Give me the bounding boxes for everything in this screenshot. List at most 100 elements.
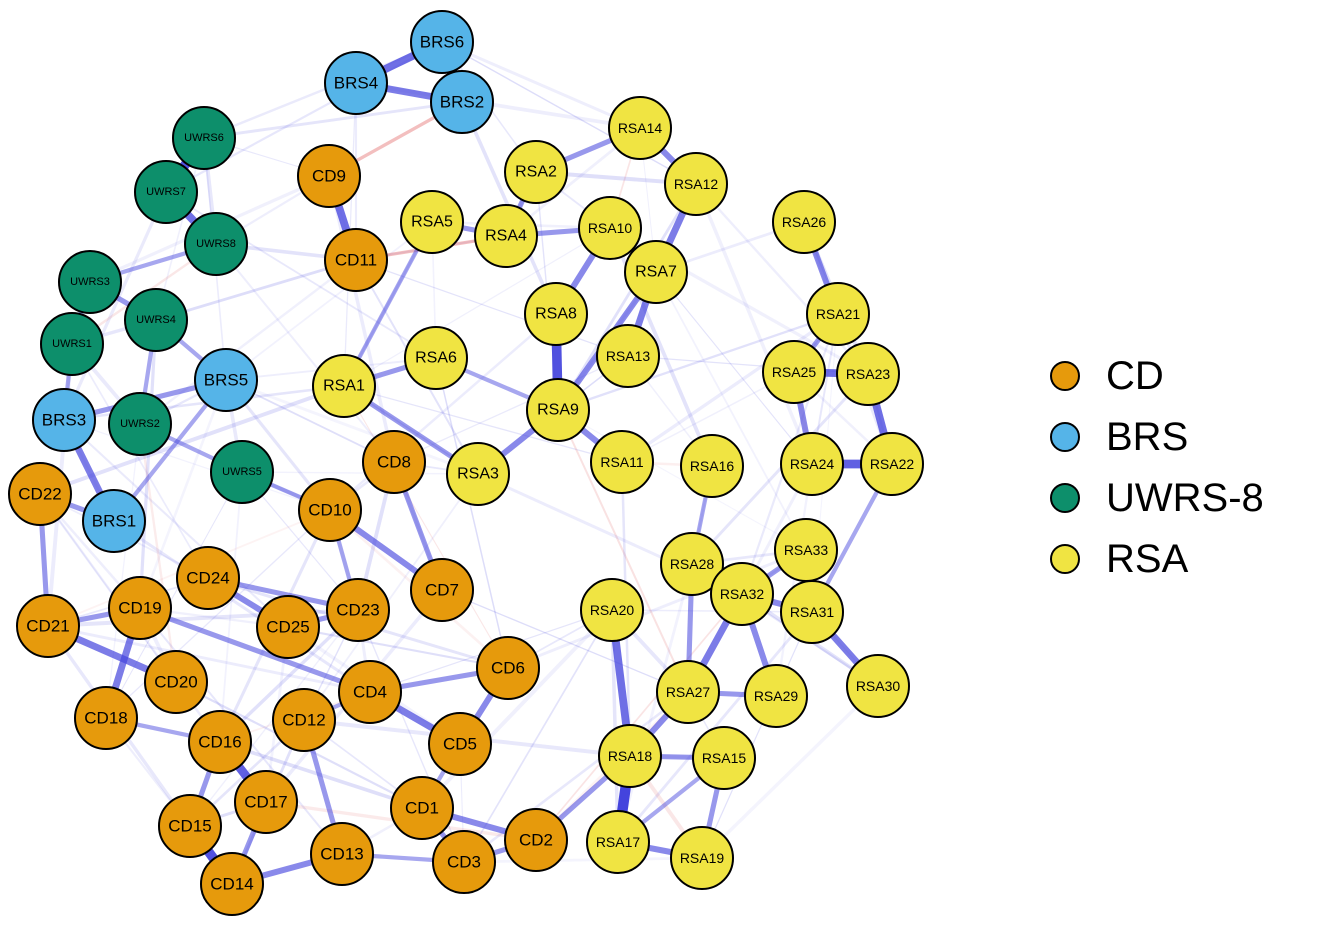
node-label: CD10: [308, 501, 351, 520]
node-circle: [780, 580, 844, 644]
node-label: RSA7: [635, 264, 677, 281]
node-uwrs2: UWRS2: [108, 392, 172, 456]
node-circle: [176, 546, 240, 610]
node-label: CD3: [447, 853, 481, 872]
node-label: RSA5: [411, 214, 453, 231]
node-circle: [780, 432, 844, 496]
node-label: RSA17: [596, 834, 641, 850]
node-label: RSA32: [720, 586, 765, 602]
background-edge: [463, 690, 689, 864]
node-circle: [598, 724, 662, 788]
node-circle: [297, 144, 361, 208]
background-edge: [616, 563, 694, 843]
node-cd1: CD1: [390, 776, 454, 840]
background-edge: [621, 371, 795, 463]
node-circle: [324, 228, 388, 292]
node-circle: [526, 378, 590, 442]
legend-item-uwrs: UWRS-8: [1050, 467, 1264, 528]
node-rsa7: RSA7: [624, 240, 688, 304]
node-label: RSA33: [784, 542, 829, 558]
node-circle: [404, 326, 468, 390]
node-label: CD24: [186, 569, 229, 588]
node-circle: [184, 212, 248, 276]
node-rsa27: RSA27: [656, 660, 720, 724]
node-circle: [362, 430, 426, 494]
node-circle: [772, 190, 836, 254]
background-edge: [225, 221, 433, 381]
node-circle: [400, 190, 464, 254]
node-rsa19: RSA19: [670, 826, 734, 890]
node-cd15: CD15: [158, 794, 222, 858]
node-circle: [692, 726, 756, 790]
background-edge: [557, 409, 807, 551]
node-cd10: CD10: [298, 478, 362, 542]
node-rsa9: RSA9: [526, 378, 590, 442]
node-cd11: CD11: [324, 228, 388, 292]
node-cd5: CD5: [428, 712, 492, 776]
node-uwrs5: UWRS5: [210, 440, 274, 504]
node-circle: [504, 808, 568, 872]
node-rsa16: RSA16: [680, 434, 744, 498]
background-edge: [690, 373, 870, 565]
node-brs3: BRS3: [32, 388, 96, 452]
node-label: RSA14: [618, 120, 663, 136]
node-label: CD11: [335, 251, 377, 270]
background-edge: [225, 378, 479, 476]
node-cd21: CD21: [16, 594, 80, 658]
background-edge: [774, 463, 814, 697]
node-rsa28: RSA28: [660, 532, 724, 596]
node-label: UWRS2: [120, 418, 160, 430]
legend: CD BRS UWRS-8 RSA: [1050, 345, 1264, 589]
node-brs1: BRS1: [82, 489, 146, 553]
node-circle: [124, 288, 188, 352]
node-label: BRS5: [204, 371, 248, 390]
node-rsa2: RSA2: [504, 140, 568, 204]
node-label: RSA12: [674, 176, 719, 192]
node-rsa3: RSA3: [446, 442, 510, 506]
node-rsa32: RSA32: [710, 562, 774, 626]
node-circle: [200, 852, 264, 916]
node-label: CD9: [312, 167, 346, 186]
node-cd17: CD17: [234, 770, 298, 834]
node-rsa26: RSA26: [772, 190, 836, 254]
node-cd24: CD24: [176, 546, 240, 610]
node-circle: [326, 578, 390, 642]
node-circle: [656, 660, 720, 724]
background-edge: [621, 312, 839, 464]
node-rsa18: RSA18: [598, 724, 662, 788]
background-edge: [557, 312, 839, 412]
node-label: RSA20: [590, 602, 635, 618]
background-edge: [203, 100, 463, 140]
background-edge: [655, 271, 813, 465]
legend-label-uwrs: UWRS-8: [1106, 475, 1264, 520]
node-cd25: CD25: [256, 595, 320, 659]
node-label: UWRS6: [184, 132, 224, 144]
node-circle: [860, 432, 924, 496]
node-circle: [846, 654, 910, 718]
node-label: RSA9: [537, 402, 579, 419]
node-label: CD5: [443, 735, 477, 754]
node-uwrs7: UWRS7: [134, 160, 198, 224]
background-edge: [215, 243, 395, 463]
node-label: RSA4: [485, 228, 527, 245]
node-circle: [158, 794, 222, 858]
node-label: CD16: [198, 733, 241, 752]
node-rsa10: RSA10: [578, 196, 642, 260]
node-label: RSA6: [415, 350, 457, 367]
node-rsa21: RSA21: [806, 282, 870, 346]
background-edge: [219, 471, 243, 743]
background-edge: [139, 259, 357, 425]
node-circle: [40, 312, 104, 376]
node-label: CD7: [425, 581, 459, 600]
node-circle: [432, 830, 496, 894]
node-label: CD18: [84, 709, 127, 728]
background-edge: [700, 684, 880, 860]
node-circle: [580, 578, 644, 642]
node-rsa8: RSA8: [524, 282, 588, 346]
node-rsa31: RSA31: [780, 580, 844, 644]
node-circle: [324, 51, 388, 115]
node-label: CD17: [244, 793, 287, 812]
node-rsa25: RSA25: [762, 340, 826, 404]
background-edge: [701, 611, 813, 859]
node-circle: [806, 282, 870, 346]
